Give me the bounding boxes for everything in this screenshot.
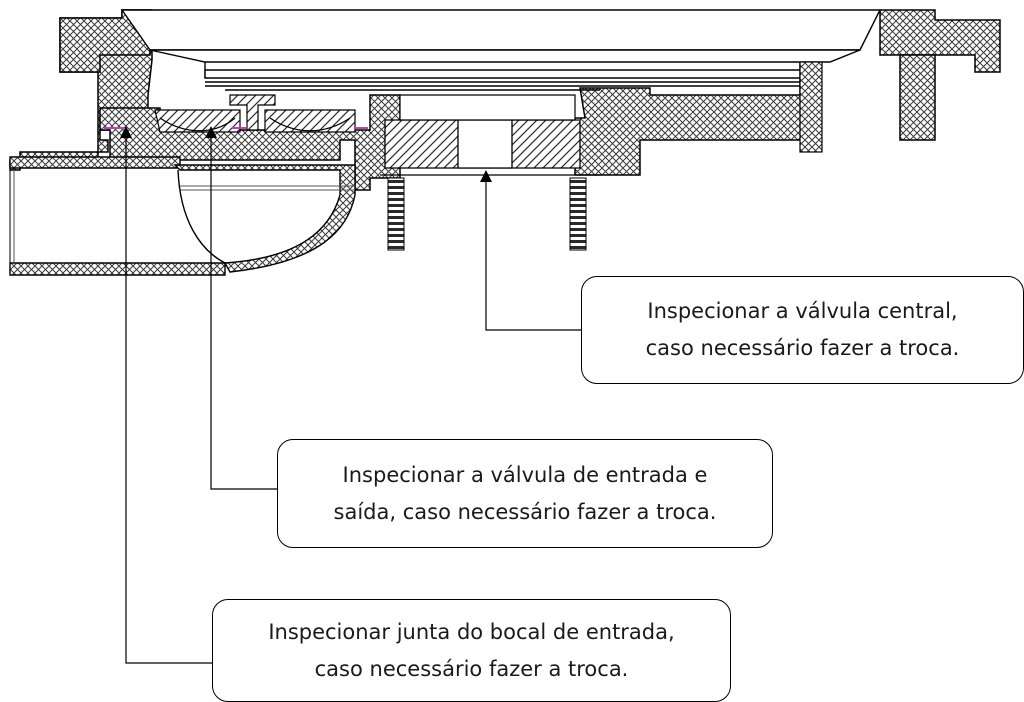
callout-entry-exit-line1: Inspecionar a válvula de entrada e	[342, 462, 708, 487]
valve-chamber	[177, 169, 226, 264]
pipe-inner-lines	[9, 168, 355, 263]
callout-central-valve-line2: caso necessário fazer a troca.	[645, 336, 960, 360]
mounting-bolts	[387, 177, 587, 251]
callout-central-valve-line1: Inspecionar a válvula central,	[647, 299, 958, 323]
leader-entry-exit-valve	[205, 126, 277, 490]
callout-central-valve: Inspecionar a válvula central, caso nece…	[581, 276, 1024, 384]
top-cover	[120, 9, 882, 91]
callout-entry-exit-line2: saída, caso necessário fazer a troca.	[333, 499, 717, 524]
callout-nozzle-line2: caso necessário fazer a troca.	[314, 656, 629, 681]
leader-central-valve	[480, 170, 581, 331]
callout-nozzle-gasket: Inspecionar junta do bocal de entrada, c…	[212, 599, 731, 702]
entry-exit-valves	[154, 94, 356, 133]
leader-nozzle-gasket	[120, 126, 212, 664]
right-fastener	[799, 61, 823, 153]
leader-lines	[120, 126, 581, 664]
callout-nozzle-line1: Inspecionar junta do bocal de entrada,	[268, 619, 675, 644]
callout-entry-exit-valve: Inspecionar a válvula de entrada e saída…	[277, 439, 773, 548]
central-valve	[380, 94, 600, 176]
